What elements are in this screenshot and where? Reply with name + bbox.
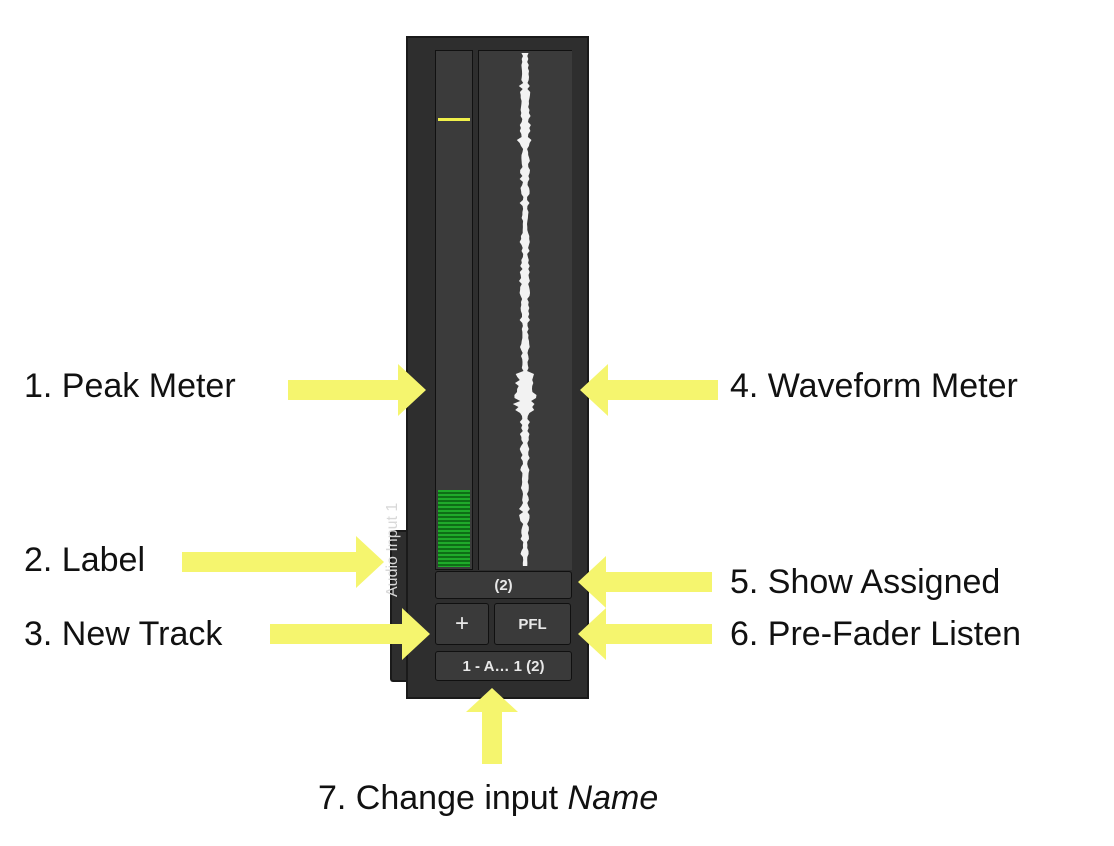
- peak-level-bar: [438, 490, 470, 567]
- annotation-change-input-prefix: 7. Change input: [318, 779, 568, 817]
- annotation-show-assigned: 5. Show Assigned: [730, 563, 1001, 601]
- annotation-pre-fader-listen: 6. Pre-Fader Listen: [730, 615, 1022, 653]
- arrow-left-icon: [578, 608, 712, 660]
- annotation-change-input-name: 7. Change input Name: [318, 778, 658, 818]
- channel-label[interactable]: Audio Input 1: [384, 502, 401, 597]
- annotation-change-input-emphasis: Name: [567, 779, 659, 817]
- input-name-button[interactable]: 1 - A… 1 (2): [435, 651, 572, 681]
- show-assigned-button[interactable]: (2): [435, 571, 572, 599]
- waveform-meter: [478, 50, 572, 570]
- annotation-label: 2. Label: [24, 541, 145, 579]
- annotation-new-track: 3. New Track: [24, 615, 223, 653]
- arrow-right-icon: [182, 536, 384, 588]
- waveform-graphic: [512, 53, 537, 566]
- peak-meter: [435, 50, 473, 570]
- annotation-waveform-meter: 4. Waveform Meter: [730, 367, 1018, 405]
- new-track-button[interactable]: +: [435, 603, 489, 645]
- arrow-left-icon: [580, 364, 718, 416]
- arrow-up-icon: [466, 688, 518, 764]
- peak-hold-indicator: [438, 118, 470, 121]
- annotation-peak-meter: 1. Peak Meter: [24, 367, 236, 405]
- pfl-button[interactable]: PFL: [494, 603, 571, 645]
- arrow-left-icon: [578, 556, 712, 608]
